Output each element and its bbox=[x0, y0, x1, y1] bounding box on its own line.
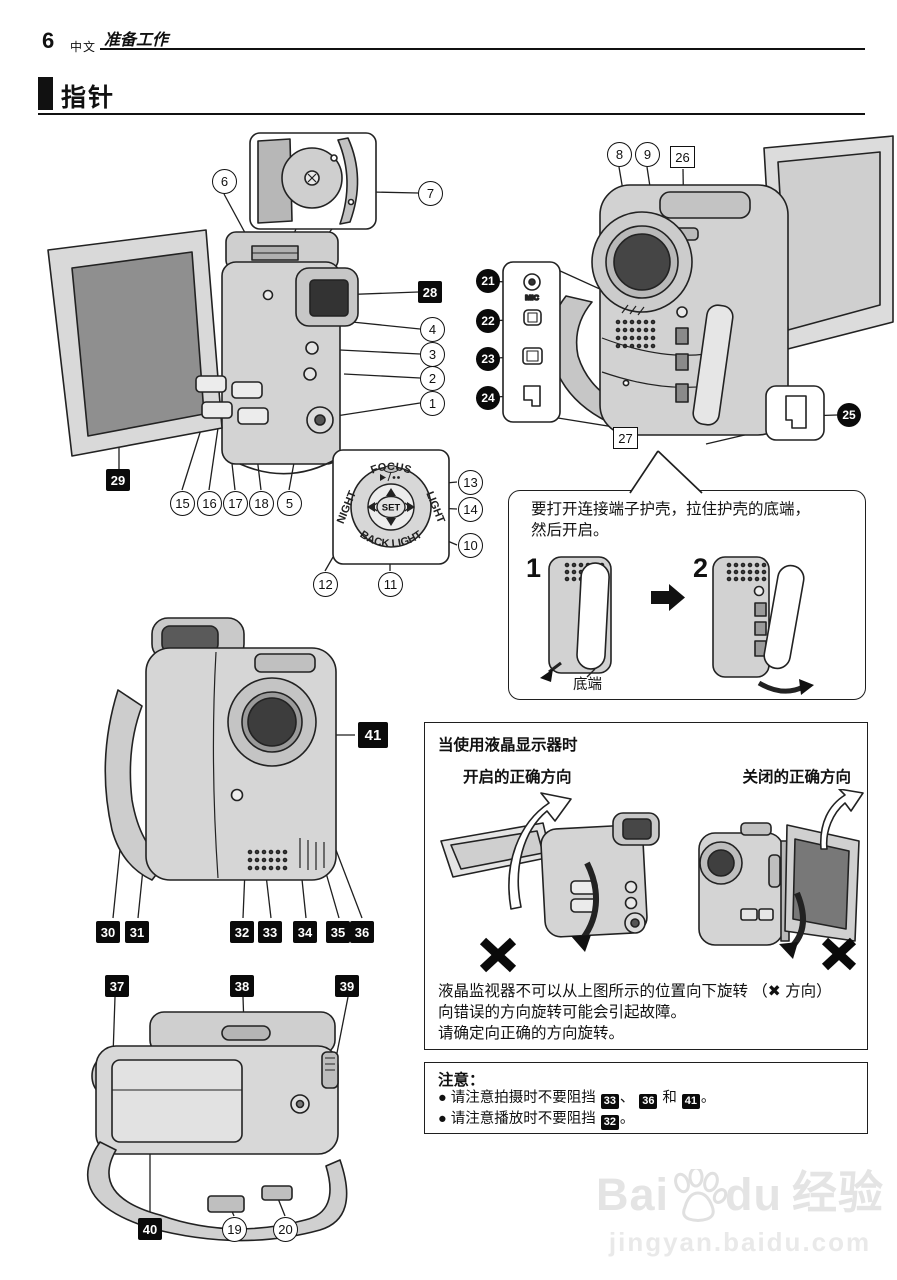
callout-4: 4 bbox=[420, 317, 445, 342]
callout-36: 36 bbox=[350, 921, 374, 943]
callout-32: 32 bbox=[230, 921, 254, 943]
callout-3: 3 bbox=[420, 342, 445, 367]
note-bullet-1: ● 请注意拍摄时不要阻挡 33、 36 和 41。 bbox=[438, 1088, 715, 1109]
svg-text:FOCUS: FOCUS bbox=[369, 461, 413, 477]
callout-25: 25 bbox=[837, 403, 861, 427]
lcd-warning-line2: 向错误的方向旋转可能会引起故障。 bbox=[438, 1004, 687, 1021]
note-bullet-2-text: 请注意播放时不要阻挡 bbox=[450, 1111, 600, 1127]
note-bullet-2-post: 。 bbox=[619, 1111, 635, 1127]
note-bullet-1-post: 。 bbox=[700, 1090, 716, 1106]
step-2-number: 2 bbox=[693, 553, 709, 583]
viewfinder-inset-diagram bbox=[249, 132, 377, 230]
note-title: 注意： bbox=[438, 1072, 485, 1089]
language-label: 中文 bbox=[70, 40, 97, 54]
callout-31: 31 bbox=[125, 921, 149, 943]
callout-ref-32: 32 bbox=[600, 1115, 619, 1130]
callout-13: 13 bbox=[458, 470, 483, 495]
callout-6: 6 bbox=[212, 169, 237, 194]
bottom-edge-label: 底端 bbox=[573, 677, 602, 693]
callout-37: 37 bbox=[105, 975, 129, 997]
bullet-mark: ● bbox=[438, 1111, 447, 1127]
callout-2: 2 bbox=[420, 366, 445, 391]
callout-16: 16 bbox=[197, 491, 222, 516]
callout-21: 21 bbox=[476, 269, 500, 293]
callout-38: 38 bbox=[230, 975, 254, 997]
callout-24: 24 bbox=[476, 386, 500, 410]
step-1-number: 1 bbox=[526, 553, 542, 583]
callout-1: 1 bbox=[420, 391, 445, 416]
lcd-box-title: 当使用液晶显示器时 bbox=[438, 737, 578, 754]
callout-22: 22 bbox=[476, 309, 500, 333]
callout-11: 11 bbox=[378, 572, 403, 597]
front-right-view-diagram: MIC bbox=[502, 135, 894, 441]
callout-18: 18 bbox=[249, 491, 274, 516]
watermark-brand-du: du bbox=[725, 1169, 782, 1220]
bubble-tail bbox=[629, 450, 703, 494]
callout-ref-33: 33 bbox=[600, 1094, 619, 1109]
callout-19: 19 bbox=[222, 1217, 247, 1242]
callout-8: 8 bbox=[607, 142, 632, 167]
control-dial-diagram: SET FOCUS BACK LIGHT NIGHT LIGHT bbox=[332, 449, 450, 565]
callout-10: 10 bbox=[458, 533, 483, 558]
section-title: 指针 bbox=[61, 84, 116, 112]
callout-7: 7 bbox=[418, 181, 443, 206]
close-direction-label: 关闭的正确方向 bbox=[742, 769, 851, 786]
chapter-rule bbox=[100, 48, 865, 50]
callout-17: 17 bbox=[223, 491, 248, 516]
callout-14: 14 bbox=[458, 497, 483, 522]
callout-39: 39 bbox=[335, 975, 359, 997]
callout-9: 9 bbox=[635, 142, 660, 167]
callout-28: 28 bbox=[418, 281, 442, 303]
callout-15: 15 bbox=[170, 491, 195, 516]
callout-33: 33 bbox=[258, 921, 282, 943]
lcd-direction-box: 当使用液晶显示器时 开启的正确方向 关闭的正确方向 bbox=[424, 722, 868, 1050]
cover-note-line2: 然后开启。 bbox=[531, 522, 609, 539]
lcd-warning-line1: 液晶监视器不可以从上图所示的位置向下旋转 （✖ 方向） bbox=[438, 983, 832, 1000]
callout-26: 26 bbox=[670, 146, 695, 168]
chapter-title: 准备工作 bbox=[104, 32, 169, 49]
callout-ref-41: 41 bbox=[681, 1094, 700, 1109]
section-rule bbox=[38, 113, 865, 115]
note-box: 注意： ● 请注意拍摄时不要阻挡 33、 36 和 41。 ● 请注意播放时不要… bbox=[424, 1062, 868, 1134]
baidu-paw-icon bbox=[674, 1169, 728, 1222]
top-view-strap-diagram bbox=[86, 1011, 348, 1242]
section-bar bbox=[38, 77, 53, 110]
callout-27: 27 bbox=[613, 427, 638, 449]
callout-35: 35 bbox=[326, 921, 350, 943]
note-bullet-1-conj: 和 bbox=[658, 1090, 681, 1106]
callout-12: 12 bbox=[313, 572, 338, 597]
note-bullet-1-text: 请注意拍摄时不要阻挡 bbox=[450, 1090, 600, 1106]
callout-ref-36: 36 bbox=[639, 1094, 658, 1109]
callout-5: 5 bbox=[277, 491, 302, 516]
note-bullet-1-sep: 、 bbox=[619, 1090, 635, 1106]
lcd-rotation-illustration bbox=[440, 789, 864, 973]
mic-jack-label: MIC bbox=[525, 293, 539, 302]
watermark-url: jingyan.baidu.com bbox=[608, 1227, 872, 1257]
connector-cover-note-box: 要打开连接端子护壳，拉住护壳的底端， 然后开启。 1 2 底端 bbox=[508, 490, 866, 700]
lcd-warning-line3: 请确定向正确的方向旋转。 bbox=[438, 1025, 625, 1042]
cover-note-line1: 要打开连接端子护壳，拉住护壳的底端， bbox=[531, 501, 811, 518]
watermark: Bai du 经验 jingyan.baidu.com bbox=[590, 1156, 890, 1258]
callout-41: 41 bbox=[358, 722, 388, 748]
callout-30: 30 bbox=[96, 921, 120, 943]
front-view-diagram bbox=[104, 617, 337, 881]
note-bullet-2: ● 请注意播放时不要阻挡 32。 bbox=[438, 1109, 634, 1130]
callout-40: 40 bbox=[138, 1218, 162, 1240]
callout-20: 20 bbox=[273, 1217, 298, 1242]
dial-set-label: SET bbox=[382, 503, 401, 514]
open-direction-label: 开启的正确方向 bbox=[463, 769, 572, 786]
bullet-mark: ● bbox=[438, 1090, 447, 1106]
dial-focus-label: FOCUS bbox=[369, 461, 413, 477]
callout-23: 23 bbox=[476, 347, 500, 371]
callout-34: 34 bbox=[293, 921, 317, 943]
page-number: 6 bbox=[42, 28, 55, 53]
rear-view-lcd-open-diagram bbox=[47, 229, 359, 475]
cover-steps-illustration bbox=[540, 556, 814, 695]
callout-29: 29 bbox=[106, 469, 130, 491]
watermark-brand-bai: Bai bbox=[595, 1169, 670, 1220]
watermark-brand-cn: 经验 bbox=[792, 1167, 885, 1218]
